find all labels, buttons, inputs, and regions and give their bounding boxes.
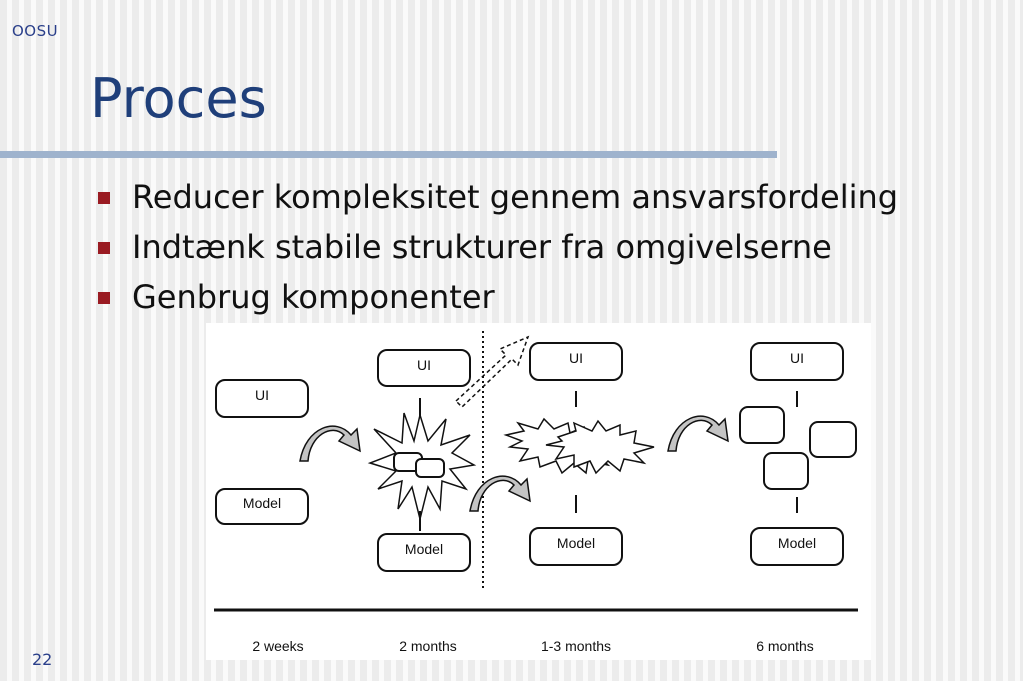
timeline-label: 6 months: [756, 638, 814, 654]
curved-arrow-icon: [667, 415, 729, 452]
stage4-model-label: Model: [778, 535, 816, 551]
dashed-arrow-icon: [454, 335, 530, 409]
component-box: [739, 406, 785, 444]
stage4-ui-label: UI: [790, 350, 804, 366]
header-label: OOSU: [12, 22, 59, 40]
curved-arrow-icon: [469, 475, 531, 512]
bullet-item: Reducer kompleksitet gennem ansvarsforde…: [98, 172, 898, 222]
curved-arrow-icon: [299, 425, 361, 462]
stage1-ui-label: UI: [255, 387, 269, 403]
bullet-item: Genbrug komponenter: [98, 272, 898, 322]
square-bullet-icon: [98, 292, 110, 304]
bullet-text: Genbrug komponenter: [132, 278, 495, 316]
stage3-model-box: [529, 527, 623, 566]
stage1-ui-box: [215, 379, 309, 418]
stage3-model-label: Model: [557, 535, 595, 551]
stage2-model-box: [377, 533, 471, 572]
stage3-ui-box: [529, 342, 623, 381]
bullet-text: Reducer kompleksitet gennem ansvarsforde…: [132, 178, 899, 216]
bullet-item: Indtænk stabile strukturer fra omgivelse…: [98, 222, 898, 272]
square-bullet-icon: [98, 192, 110, 204]
bullet-list: Reducer kompleksitet gennem ansvarsforde…: [98, 172, 898, 322]
stage2-ui-box: [377, 349, 471, 387]
slide-title: Proces: [90, 67, 267, 130]
process-diagram: UI Model UI Model UI Model: [206, 323, 871, 660]
component-box: [809, 421, 857, 458]
stage1-model-label: Model: [243, 495, 281, 511]
page-number: 22: [32, 650, 53, 669]
stage2-model-label: Model: [405, 541, 443, 557]
stage2-ui-label: UI: [417, 357, 431, 373]
component-box: [763, 452, 809, 490]
stage4-ui-box: [750, 342, 844, 381]
stage1-model-box: [215, 488, 309, 525]
timeline-label: 2 months: [399, 638, 457, 654]
timeline-label: 1-3 months: [541, 638, 611, 654]
component-box: [415, 458, 445, 478]
process-diagram-svg: UI Model UI Model UI Model: [214, 331, 858, 654]
stage3-ui-label: UI: [569, 350, 583, 366]
stage4-model-box: [750, 527, 844, 566]
title-divider: [0, 151, 777, 158]
timeline-label: 2 weeks: [252, 638, 303, 654]
square-bullet-icon: [98, 242, 110, 254]
explosion-icon: [545, 419, 655, 475]
bullet-text: Indtænk stabile strukturer fra omgivelse…: [132, 228, 832, 266]
